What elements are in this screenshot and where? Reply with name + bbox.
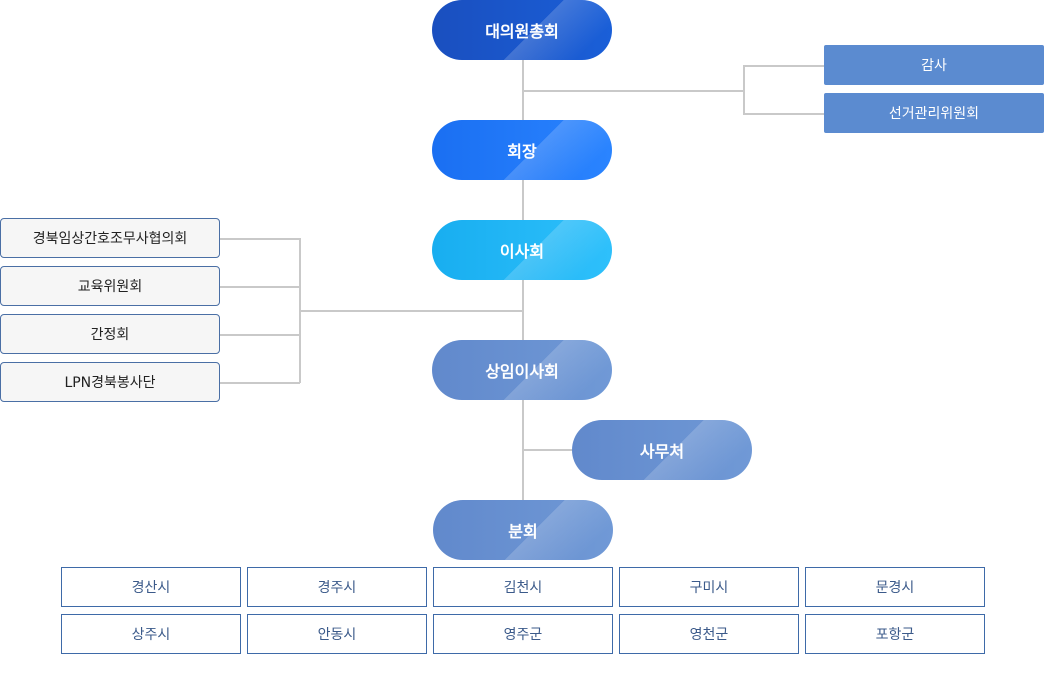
- general-assembly-label: 대의원총회: [485, 22, 559, 41]
- secretariat-label: 사무처: [639, 442, 685, 461]
- branches-label: 분회: [508, 522, 538, 541]
- president-label: 회장: [507, 142, 537, 161]
- branch-city-box[interactable]: 구미시: [619, 567, 799, 607]
- left-connector-4: [220, 382, 300, 384]
- left-committee-box[interactable]: 간정회: [0, 314, 220, 354]
- left-committee-box[interactable]: LPN경북봉사단: [0, 362, 220, 402]
- audit-box[interactable]: 감사: [824, 45, 1044, 85]
- branch-city-box[interactable]: 영천군: [619, 614, 799, 654]
- general-assembly-node[interactable]: 대의원총회: [432, 0, 612, 60]
- branch-city-box[interactable]: 영주군: [433, 614, 613, 654]
- standing-board-label: 상임이사회: [485, 362, 559, 381]
- left-connector-horizontal: [300, 310, 523, 312]
- branch-city-label: 안동시: [317, 627, 357, 643]
- audit-label: 감사: [921, 58, 947, 74]
- board-node[interactable]: 이사회: [432, 220, 612, 280]
- left-connector-2: [220, 286, 300, 288]
- election-committee-label: 선거관리위원회: [888, 106, 980, 122]
- branch-city-box[interactable]: 문경시: [805, 567, 985, 607]
- left-connector-vertical: [299, 238, 301, 383]
- branch-city-label: 경주시: [317, 580, 357, 596]
- branch-city-label: 영주군: [503, 627, 543, 643]
- right-connector-election: [743, 113, 825, 115]
- right-connector-audit: [743, 65, 825, 67]
- left-committee-label: 교육위원회: [77, 279, 143, 295]
- standing-board-node[interactable]: 상임이사회: [432, 340, 612, 400]
- secretariat-node[interactable]: 사무처: [572, 420, 752, 480]
- branch-city-box[interactable]: 포항군: [805, 614, 985, 654]
- main-vertical-line: [522, 60, 524, 505]
- branch-city-box[interactable]: 안동시: [247, 614, 427, 654]
- left-committee-box[interactable]: 교육위원회: [0, 266, 220, 306]
- left-committee-label: 간정회: [90, 327, 130, 343]
- secretariat-connector: [523, 449, 573, 451]
- left-connector-3: [220, 334, 300, 336]
- left-committee-box[interactable]: 경북임상간호조무사협의회: [0, 218, 220, 258]
- branch-city-label: 포항군: [875, 627, 915, 643]
- right-connector-vertical: [743, 65, 745, 114]
- branch-city-box[interactable]: 경주시: [247, 567, 427, 607]
- left-committee-label: 경북임상간호조무사협의회: [32, 231, 188, 247]
- branch-city-label: 상주시: [131, 627, 171, 643]
- board-label: 이사회: [499, 242, 545, 261]
- branch-city-box[interactable]: 경산시: [61, 567, 241, 607]
- branch-city-label: 구미시: [689, 580, 729, 596]
- president-node[interactable]: 회장: [432, 120, 612, 180]
- left-connector-1: [220, 238, 300, 240]
- branch-city-label: 경산시: [131, 580, 171, 596]
- branch-city-label: 문경시: [875, 580, 915, 596]
- branch-city-box[interactable]: 김천시: [433, 567, 613, 607]
- right-connector-horizontal: [523, 90, 744, 92]
- election-committee-box[interactable]: 선거관리위원회: [824, 93, 1044, 133]
- branch-city-label: 김천시: [503, 580, 543, 596]
- branches-node[interactable]: 분회: [433, 500, 613, 560]
- left-committee-label: LPN경북봉사단: [64, 375, 156, 391]
- branch-city-box[interactable]: 상주시: [61, 614, 241, 654]
- branch-city-label: 영천군: [689, 627, 729, 643]
